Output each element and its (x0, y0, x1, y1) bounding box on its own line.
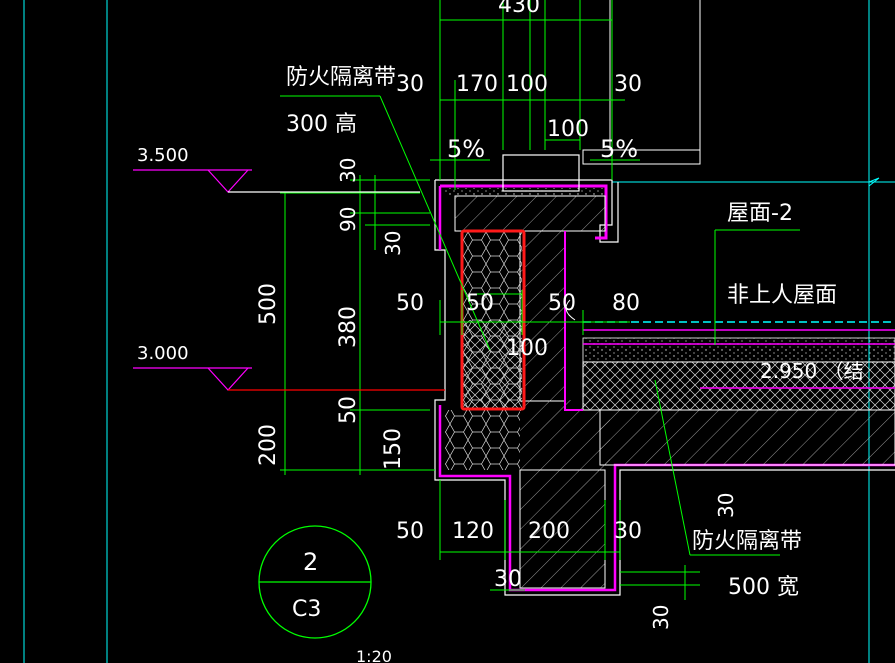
drip-cap (502, 154, 580, 192)
insulation-lower (445, 410, 520, 470)
leader-lines (280, 95, 800, 556)
roof-insulation (582, 361, 895, 411)
dim-top-total: 430 (498, 0, 540, 18)
elevation-markers (133, 169, 445, 391)
dim-h-80: 80 (612, 291, 640, 316)
dim-v-200: 200 (256, 424, 281, 466)
dim-h-100-mid: 100 (506, 336, 548, 361)
annotation-fire-barrier-bottom: 防火隔离带 (692, 529, 802, 554)
dim-top-30-left: 30 (396, 72, 424, 97)
bubble-scale: 1:20 (356, 647, 392, 663)
slope-left: 5% (447, 135, 485, 163)
dim-b-30-bottom: 30 (494, 567, 522, 592)
dim-b-120: 120 (452, 519, 494, 544)
annotation-elevation-structural: 2.950 （结 (760, 359, 864, 383)
dim-v-90: 90 (336, 207, 360, 232)
elevation-upper: 3.500 (137, 145, 189, 166)
dim-h-50-left: 50 (396, 291, 424, 316)
dim-v-500: 500 (256, 283, 281, 325)
dim-v-30b: 30 (381, 231, 405, 256)
annotation-height-300: 300 高 (286, 112, 357, 137)
dim-top-30-right: 30 (614, 72, 642, 97)
coping-membrane (440, 184, 608, 240)
annotation-roof-2: 屋面-2 (727, 201, 793, 226)
slab-concrete (599, 409, 895, 466)
elevation-lower: 3.000 (137, 343, 189, 364)
dim-b-50: 50 (396, 519, 424, 544)
dim-h-50-mid: 50 (466, 291, 494, 316)
bubble-sheet: C3 (292, 597, 321, 622)
dim-v-50: 50 (336, 396, 361, 424)
parapet-structure (434, 149, 895, 596)
annotation-fire-barrier-top: 防火隔离带 (286, 65, 396, 90)
dim-top-100-inner: 100 (547, 117, 589, 142)
detail-reference-bubble[interactable] (258, 525, 372, 639)
dim-top-170: 170 (456, 72, 498, 97)
dim-top-100: 100 (506, 72, 548, 97)
dim-v-30: 30 (336, 158, 360, 183)
dim-v-380: 380 (336, 306, 361, 348)
wall-concrete (519, 230, 566, 402)
slope-right: 5% (600, 135, 638, 163)
dim-r-30-bottom: 30 (649, 605, 673, 630)
coping-concrete (454, 195, 606, 232)
annotation-non-accessible-roof: 非上人屋面 (727, 283, 837, 308)
annotation-width-500: 500 宽 (728, 575, 799, 600)
dim-b-200: 200 (528, 519, 570, 544)
dim-h-50-right: 50 (548, 291, 576, 316)
frame-lines (23, 0, 895, 663)
dim-v-150: 150 (381, 428, 406, 470)
dim-r-30: 30 (714, 493, 738, 518)
bubble-number: 2 (303, 548, 318, 576)
dim-b-30: 30 (614, 519, 642, 544)
